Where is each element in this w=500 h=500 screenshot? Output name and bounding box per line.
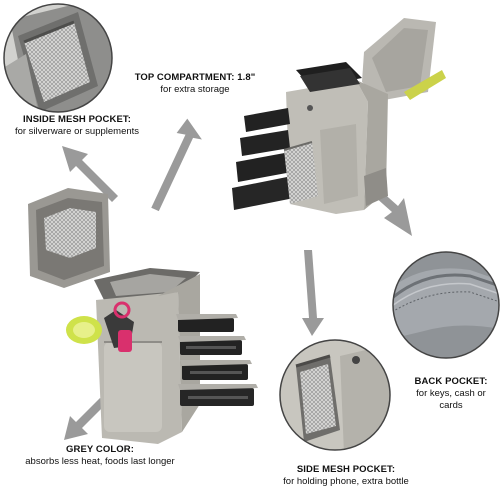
arrow-inside-mesh [62, 146, 118, 202]
callout-top-compartment-title: TOP COMPARTMENT: 1.8" [134, 72, 256, 83]
callout-grey-color-desc: absorbs less heat, foods last longer [25, 455, 175, 467]
arrow-grey-color [64, 398, 106, 440]
inside-mesh-pocket-closeup [4, 4, 112, 112]
open-bag-front-view [28, 188, 258, 444]
callout-back-pocket: BACK POCKET: for keys, cash or cards [406, 376, 496, 412]
callout-grey-color-title: GREY COLOR: [66, 444, 134, 455]
callout-side-mesh-desc: for holding phone, extra bottle [283, 475, 409, 487]
callout-grey-color: GREY COLOR: absorbs less heat, foods las… [0, 444, 200, 468]
callout-back-pocket-desc-2: cards [439, 399, 463, 411]
callout-top-compartment: TOP COMPARTMENT: 1.8" for extra storage [130, 72, 260, 96]
callout-side-mesh-pocket: SIDE MESH POCKET: for holding phone, ext… [266, 464, 426, 488]
callout-back-pocket-title: BACK POCKET: [414, 376, 488, 387]
meal-containers-right [232, 108, 294, 210]
bag-back-view [232, 18, 446, 214]
callout-inside-mesh-title: INSIDE MESH POCKET: [23, 114, 131, 125]
closeup-ring-top-left [3, 3, 113, 113]
callout-inside-mesh-desc: for silverware or supplements [14, 125, 140, 137]
callout-inside-mesh-pocket: INSIDE MESH POCKET: for silverware or su… [2, 114, 152, 138]
callout-top-compartment-desc: for extra storage [160, 83, 230, 95]
callout-back-pocket-desc-1: for keys, cash or [416, 387, 486, 399]
callout-arrows [62, 118, 412, 440]
closeup-ring-back-pocket [392, 251, 500, 359]
arrow-back-pocket [374, 190, 412, 236]
closeup-ring-side-mesh [279, 339, 391, 451]
callout-side-mesh-title: SIDE MESH POCKET: [296, 464, 396, 475]
side-mesh-pocket-closeup [280, 340, 390, 450]
meal-containers-left [176, 314, 258, 406]
arrow-side-mesh [302, 250, 324, 336]
back-pocket-closeup [393, 252, 499, 358]
arrow-top-compartment [151, 118, 202, 212]
